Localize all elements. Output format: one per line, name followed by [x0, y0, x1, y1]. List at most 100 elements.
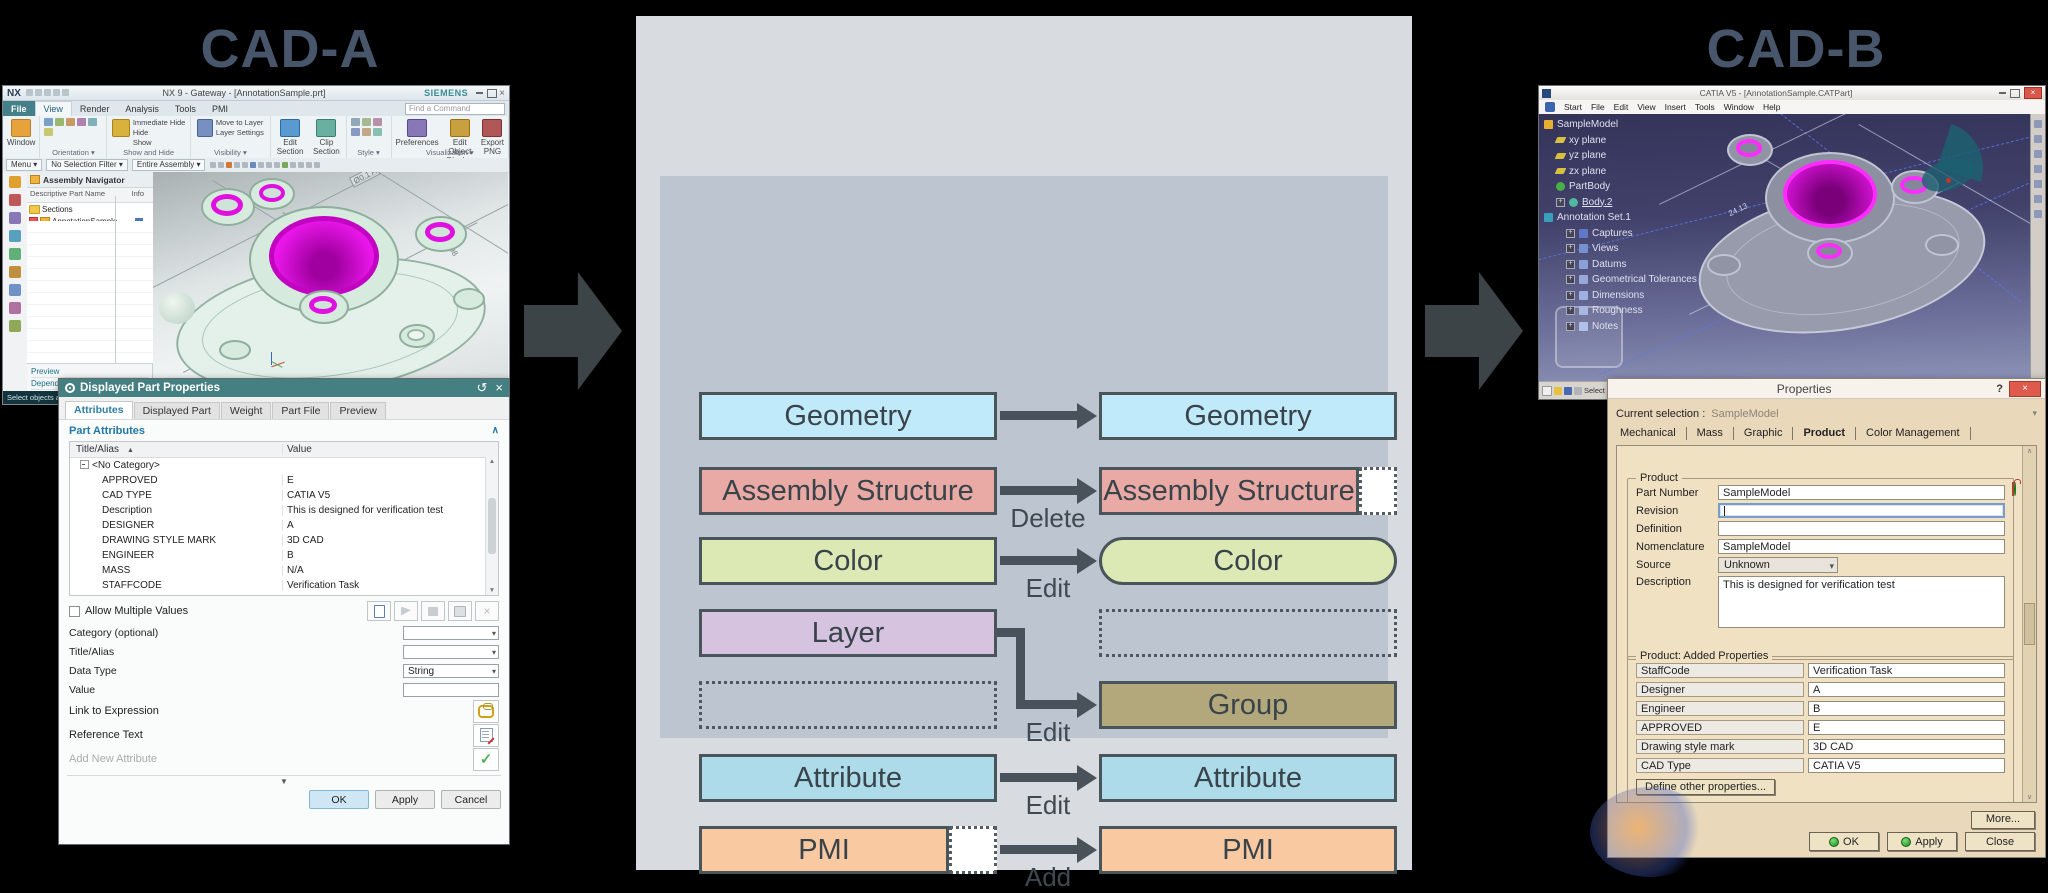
- open-icon[interactable]: [1554, 386, 1562, 395]
- orient-icon[interactable]: [55, 118, 65, 126]
- expand-icon[interactable]: +: [1556, 197, 1565, 207]
- tab-tools[interactable]: Tools: [174, 103, 196, 114]
- table-row[interactable]: <No Category>: [70, 458, 498, 473]
- layer-settings-item[interactable]: Layer Settings: [215, 128, 264, 137]
- property-value[interactable]: B: [1808, 701, 2005, 716]
- new-attribute-icon[interactable]: [367, 601, 391, 621]
- reference-text-button[interactable]: [473, 723, 499, 747]
- part-attributes-section[interactable]: Part Attributes ∧: [69, 425, 499, 437]
- tree-item[interactable]: +Views: [1566, 241, 1697, 257]
- column-value[interactable]: Value: [282, 444, 498, 455]
- cut-icon[interactable]: [394, 601, 418, 621]
- column-title-alias[interactable]: Title/Alias▲: [76, 444, 134, 455]
- move-to-layer-item[interactable]: Move to Layer: [215, 118, 264, 127]
- tree-item[interactable]: +Body.2: [1556, 195, 1697, 211]
- tree-item[interactable]: +Datums: [1566, 257, 1697, 273]
- tab-attributes[interactable]: Attributes: [65, 401, 133, 419]
- property-key[interactable]: APPROVED: [1636, 720, 1804, 735]
- show-item[interactable]: Show: [132, 138, 152, 147]
- catia-3d-viewport[interactable]: 24.13 SampleModel xy plane yz plane zx p…: [1539, 114, 2031, 382]
- constraint-navigator-icon[interactable]: [9, 194, 21, 206]
- workbench-icon[interactable]: [1545, 102, 1555, 112]
- help-icon[interactable]: ?: [1996, 382, 2003, 395]
- close-icon[interactable]: ×: [2024, 87, 2042, 99]
- expand-icon[interactable]: +: [1566, 244, 1575, 254]
- title-alias-dropdown[interactable]: ▾: [403, 644, 499, 659]
- tab-displayed-part[interactable]: Displayed Part: [133, 402, 220, 419]
- revision-field[interactable]: [1718, 503, 2005, 518]
- history-icon[interactable]: [9, 284, 21, 296]
- print-icon[interactable]: [1574, 386, 1582, 395]
- selection-scope-dropdown[interactable]: Entire Assembly ▾: [131, 159, 206, 171]
- expand-icon[interactable]: +: [1566, 275, 1575, 285]
- expand-icon[interactable]: +: [1566, 228, 1575, 238]
- tree-item[interactable]: yz plane: [1554, 148, 1697, 164]
- catia-right-toolbar[interactable]: [2030, 114, 2045, 382]
- tab-color-management[interactable]: Color Management: [1856, 427, 1971, 440]
- cancel-button[interactable]: Cancel: [441, 790, 501, 809]
- close-icon[interactable]: ×: [499, 87, 505, 99]
- dialog-scrollbar[interactable]: ∧ ∧: [2022, 446, 2036, 802]
- tree-item[interactable]: xy plane: [1554, 133, 1697, 149]
- manufacturing-icon[interactable]: [9, 320, 21, 332]
- restore-icon[interactable]: [2010, 88, 2020, 98]
- orient-icon[interactable]: [77, 118, 87, 126]
- minimize-icon[interactable]: [476, 92, 484, 94]
- menu-edit[interactable]: Edit: [1613, 102, 1629, 112]
- property-value[interactable]: A: [1808, 682, 2005, 697]
- nx-quick-access-icons[interactable]: [25, 88, 70, 98]
- tab-preview[interactable]: Preview: [330, 402, 386, 419]
- column-info[interactable]: Info: [131, 189, 144, 198]
- find-command-input[interactable]: Find a Command: [405, 102, 505, 115]
- definition-field[interactable]: [1718, 521, 2005, 536]
- property-value[interactable]: 3D CAD: [1808, 739, 2005, 754]
- edit-section-item[interactable]: Edit Section: [276, 138, 304, 156]
- tab-view[interactable]: View: [34, 101, 72, 116]
- chevron-down-icon[interactable]: ▾: [2032, 408, 2037, 418]
- preview-section[interactable]: Preview: [31, 366, 148, 378]
- property-key[interactable]: CAD Type: [1636, 758, 1804, 773]
- tab-pmi[interactable]: PMI: [211, 103, 228, 114]
- orient-icon[interactable]: [88, 118, 98, 126]
- close-icon[interactable]: ×: [2009, 380, 2041, 397]
- tab-mass[interactable]: Mass: [1687, 427, 1734, 440]
- more-button[interactable]: More...: [1971, 811, 2035, 829]
- nx-3d-viewport[interactable]: 24.1 Ø0.1 A 26.98 6.25 22.5: [153, 172, 508, 391]
- data-type-dropdown[interactable]: String▾: [403, 663, 499, 678]
- property-key[interactable]: Designer: [1636, 682, 1804, 697]
- preferences-item[interactable]: Preferences: [395, 138, 439, 147]
- assembly-navigator-icon[interactable]: [9, 176, 21, 188]
- tree-item[interactable]: +Captures: [1566, 226, 1697, 242]
- layer-icon[interactable]: [196, 119, 213, 137]
- menu-insert[interactable]: Insert: [1664, 102, 1686, 112]
- tab-file[interactable]: File: [3, 101, 35, 116]
- ribbon-group-window[interactable]: Window: [3, 116, 41, 158]
- source-dropdown[interactable]: Unknown▾: [1718, 557, 1838, 573]
- add-new-attribute-button[interactable]: ✓: [473, 747, 499, 771]
- tab-product[interactable]: Product: [1793, 427, 1857, 440]
- property-value[interactable]: E: [1808, 720, 2005, 735]
- process-studio-icon[interactable]: [9, 302, 21, 314]
- close-button[interactable]: Close: [1965, 832, 2035, 851]
- export-png-item[interactable]: Export PNG: [480, 138, 505, 156]
- delete-icon[interactable]: ×: [475, 601, 499, 621]
- reset-icon[interactable]: ↺: [476, 380, 488, 395]
- property-key[interactable]: Engineer: [1636, 701, 1804, 716]
- menu-start[interactable]: Start: [1564, 102, 1582, 112]
- allow-multiple-checkbox[interactable]: [69, 605, 80, 617]
- tree-item[interactable]: PartBody: [1556, 179, 1697, 195]
- orient-icon[interactable]: [44, 118, 54, 126]
- save-icon[interactable]: [1564, 386, 1572, 395]
- orient-icon[interactable]: [66, 118, 76, 126]
- tab-mechanical[interactable]: Mechanical: [1616, 427, 1687, 440]
- close-icon[interactable]: ×: [495, 380, 503, 395]
- new-doc-icon[interactable]: [1542, 385, 1552, 396]
- expand-icon[interactable]: +: [1566, 321, 1575, 331]
- scrollbar-thumb[interactable]: [488, 498, 496, 554]
- tab-part-file[interactable]: Part File: [272, 402, 330, 419]
